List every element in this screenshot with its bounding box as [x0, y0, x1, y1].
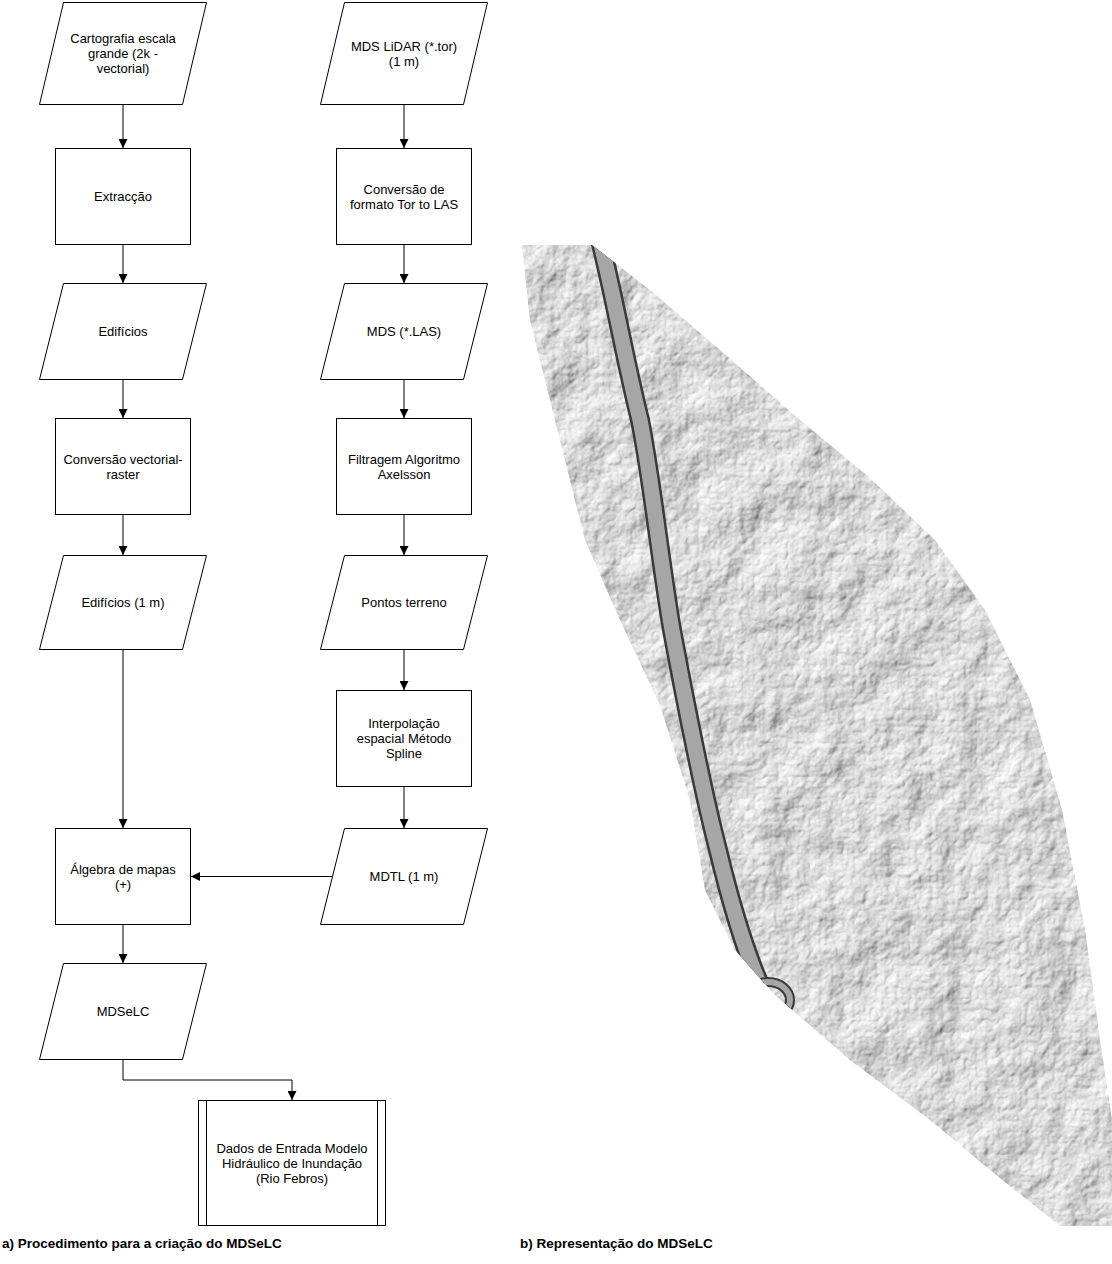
node-label: MDSeLC	[97, 1004, 150, 1019]
process-box	[199, 1101, 386, 1226]
node-label: Filtragem Algoritmo Axelsson	[344, 452, 464, 482]
process-box	[337, 149, 472, 245]
data-node: MDSeLC	[39, 963, 207, 1060]
connector-arrow	[404, 105, 405, 148]
node-content: Pontos terreno	[320, 555, 488, 650]
process-box: Filtragem Algoritmo Axelsson	[336, 418, 472, 515]
connector-arrow	[123, 1060, 292, 1100]
motorway	[600, 240, 760, 985]
node-label: Cartografia escala grande (2k - vectoria…	[67, 31, 179, 76]
node-label: Pontos terreno	[361, 595, 446, 610]
connector-arrow	[404, 245, 405, 283]
predefined-process-bar	[206, 1101, 207, 1226]
data-node: MDTL (1 m)	[320, 828, 488, 925]
connector-arrow	[404, 787, 405, 828]
data-node: Edifícios (1 m)	[39, 555, 207, 650]
data-node: MDS (*.LAS)	[320, 283, 488, 380]
connector-arrow	[123, 105, 124, 148]
dsm-relief	[500, 230, 1112, 1240]
connector-arrow	[123, 515, 124, 555]
node-content: Conversão vectorial-raster	[55, 418, 191, 515]
node-content: Extracção	[55, 148, 191, 245]
node-content: Cartografia escala grande (2k - vectoria…	[39, 2, 207, 105]
node-content: MDTL (1 m)	[320, 828, 488, 925]
process-box: Extracção	[55, 148, 191, 245]
node-content: Álgebra de mapas (+)	[55, 828, 191, 925]
road-loop-edge	[746, 982, 790, 1018]
process-box	[56, 419, 191, 515]
node-content: Conversão de formato Tor to LAS	[336, 148, 472, 245]
data-node: Cartografia escala grande (2k - vectoria…	[39, 2, 207, 105]
node-label: MDS (*.LAS)	[367, 324, 441, 339]
process-box: Interpolação espacial Método Spline	[336, 690, 472, 787]
node-label: Conversão de formato Tor to LAS	[344, 182, 464, 212]
data-parallelogram	[40, 556, 207, 650]
data-node: Pontos terreno	[320, 555, 488, 650]
node-content: MDS (*.LAS)	[320, 283, 488, 380]
node-label: Edifícios	[98, 324, 147, 339]
node-label: Dados de Entrada Modelo Hidráulico de In…	[214, 1141, 370, 1186]
figure-caption: a) Procedimento para a criação do MDSeLC	[2, 1236, 282, 1251]
process-box: Álgebra de mapas (+)	[55, 828, 191, 925]
data-parallelogram	[321, 3, 488, 105]
node-content: MDS LiDAR (*.tor) (1 m)	[320, 2, 488, 105]
node-content: Dados de Entrada Modelo Hidráulico de In…	[198, 1100, 386, 1226]
road-edge	[600, 240, 760, 985]
connector-arrow	[404, 380, 405, 418]
process-box	[337, 691, 472, 787]
node-content: Interpolação espacial Método Spline	[336, 690, 472, 787]
data-parallelogram	[40, 964, 207, 1060]
connector-arrow	[191, 876, 332, 877]
node-content: MDSeLC	[39, 963, 207, 1060]
process-box: Conversão de formato Tor to LAS	[336, 148, 472, 245]
node-label: MDS LiDAR (*.tor) (1 m)	[348, 39, 460, 69]
node-content: Edifícios	[39, 283, 207, 380]
data-parallelogram	[40, 3, 207, 105]
node-label: Interpolação espacial Método Spline	[344, 716, 464, 761]
process-box	[56, 829, 191, 925]
node-content: Filtragem Algoritmo Axelsson	[336, 418, 472, 515]
connector-arrow	[123, 380, 124, 418]
node-content: Edifícios (1 m)	[39, 555, 207, 650]
data-node: MDS LiDAR (*.tor) (1 m)	[320, 2, 488, 105]
urban-texture	[500, 230, 1112, 1240]
connector-arrow	[404, 515, 405, 555]
data-parallelogram	[40, 284, 207, 380]
connector-arrow	[123, 925, 124, 963]
data-parallelogram	[321, 829, 488, 925]
data-node: Edifícios	[39, 283, 207, 380]
process-box: Conversão vectorial-raster	[55, 418, 191, 515]
connector-arrow	[123, 650, 124, 828]
relief-texture	[500, 230, 1112, 1240]
connector-arrow	[123, 245, 124, 283]
node-label: Edifícios (1 m)	[81, 595, 164, 610]
process-box	[56, 149, 191, 245]
data-parallelogram	[321, 284, 488, 380]
predefined-process-bar	[377, 1101, 378, 1226]
node-label: Extracção	[94, 189, 152, 204]
process-box	[337, 419, 472, 515]
data-parallelogram	[321, 556, 488, 650]
figure-caption: b) Representação do MDSeLC	[520, 1236, 713, 1251]
node-label: Conversão vectorial-raster	[63, 452, 183, 482]
connector-arrow	[404, 650, 405, 690]
node-label: MDTL (1 m)	[370, 869, 439, 884]
output-box: Dados de Entrada Modelo Hidráulico de In…	[198, 1100, 386, 1226]
road-loop	[746, 982, 790, 1018]
node-label: Álgebra de mapas (+)	[63, 862, 183, 892]
